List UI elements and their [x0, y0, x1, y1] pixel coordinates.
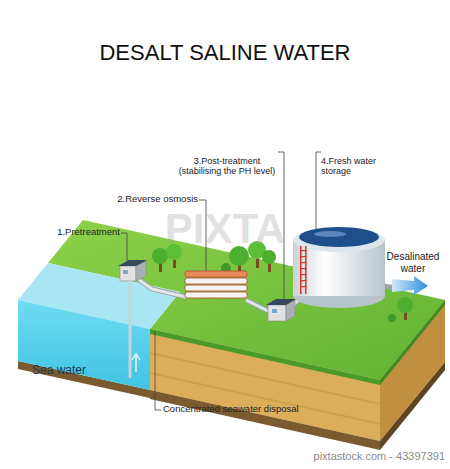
pipe	[138, 279, 186, 297]
node-label: Sea water	[32, 364, 132, 378]
watermark: pixtastock.com - 43397391	[230, 450, 445, 463]
callout-label: 3.Post-treatment (stabilising the PH lev…	[174, 156, 280, 177]
soil-band	[380, 362, 445, 450]
water-face	[18, 300, 150, 390]
output-arrow	[392, 276, 428, 295]
callout-label: 4.Fresh water storage	[321, 156, 391, 177]
pipe	[246, 300, 268, 311]
intake-pipe	[129, 281, 132, 378]
leader-line	[155, 331, 161, 410]
callout-label: 1.Pretreatment	[30, 227, 120, 238]
watermark: PIXTA	[120, 205, 330, 253]
grass-edge	[150, 329, 380, 385]
storage-tank	[293, 227, 385, 308]
leader-line	[121, 233, 127, 262]
post-treatment-building	[266, 299, 296, 321]
pretreatment-building	[118, 260, 147, 281]
soil-band	[150, 390, 380, 450]
callout-label: 2.Reverse osmosis	[108, 194, 198, 205]
trees	[152, 241, 413, 322]
diagram-title: DESALT SALINE WATER	[0, 40, 450, 65]
pipe	[138, 279, 186, 297]
leader-line	[316, 152, 321, 230]
reverse-osmosis-unit	[185, 271, 247, 298]
output-label: Desalinated water	[382, 251, 444, 274]
grass-edge	[380, 300, 445, 385]
callout-label: Concentrated seawater disposal	[163, 404, 363, 415]
pipe	[246, 300, 268, 311]
